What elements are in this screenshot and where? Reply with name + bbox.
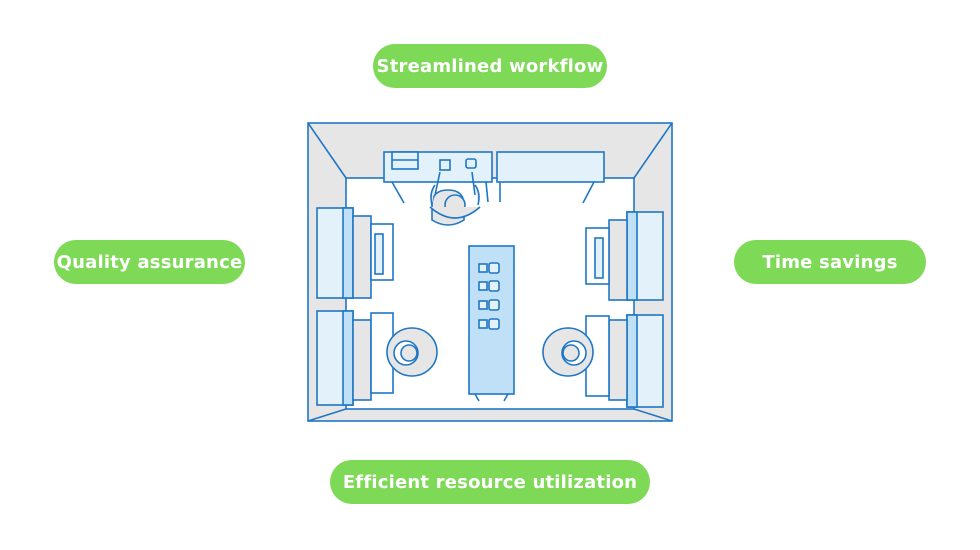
center-workbench — [468, 245, 515, 402]
left-machines — [316, 207, 394, 406]
benefit-pill-streamlined-workflow: Streamlined workflow — [373, 44, 607, 88]
right-machines — [585, 211, 664, 408]
worker-top — [429, 171, 481, 226]
benefit-pill-time-savings: Time savings — [734, 240, 926, 284]
worker-left — [386, 327, 438, 377]
benefit-pill-quality-assurance: Quality assurance — [54, 240, 245, 284]
top-workbench — [383, 151, 605, 204]
benefit-pill-efficient-resource-utilization: Efficient resource utilization — [330, 460, 650, 504]
worker-right — [542, 327, 594, 377]
